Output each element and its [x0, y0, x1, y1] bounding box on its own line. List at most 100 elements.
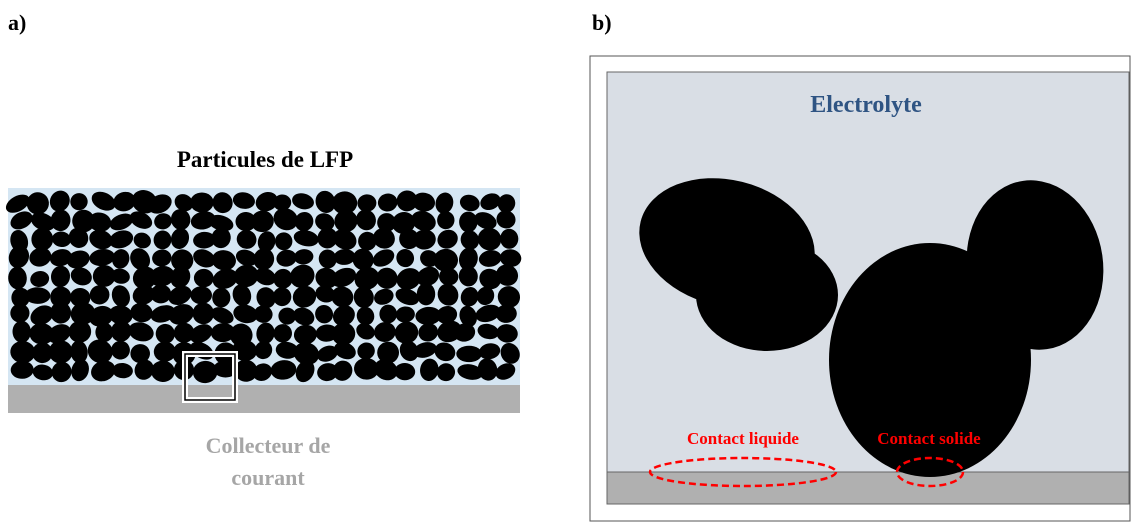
collector-caption-line1: Collecteur de	[205, 433, 331, 458]
lfp-particle	[133, 232, 151, 249]
lfp-particles	[5, 189, 522, 384]
lfp-particle	[273, 324, 292, 343]
lfp-particle	[315, 285, 336, 303]
lfp-particle	[70, 302, 96, 325]
lfp-particle	[331, 322, 356, 346]
lfp-particle	[111, 268, 130, 284]
lfp-particle	[109, 230, 134, 249]
lfp-particle	[420, 358, 439, 381]
lfp-particle	[189, 324, 213, 344]
lfp-particle	[92, 265, 116, 287]
lfp-particle	[333, 249, 356, 265]
lfp-particle	[318, 249, 337, 269]
lfp-particle	[317, 363, 338, 382]
left-particle	[639, 178, 838, 351]
lfp-particle	[89, 285, 110, 305]
lfp-particle	[293, 324, 317, 345]
lfp-particle	[24, 287, 51, 304]
lfp-particle	[8, 245, 30, 269]
collector-caption: Collecteur de courant	[108, 430, 428, 494]
lfp-particle	[208, 214, 234, 232]
lfp-particle	[460, 230, 480, 250]
lfp-particle	[418, 323, 439, 342]
lfp-particle	[233, 264, 259, 288]
lfp-particle	[68, 227, 89, 248]
lfp-particle	[413, 229, 436, 250]
lfp-particle	[108, 305, 133, 325]
lfp-particle	[317, 345, 338, 362]
lfp-particle	[354, 267, 380, 290]
lfp-particle	[112, 249, 130, 269]
lfp-particle	[130, 344, 150, 364]
lfp-particle	[353, 286, 374, 309]
lfp-particle	[111, 285, 130, 308]
lfp-particle	[171, 249, 194, 272]
lfp-particle	[315, 213, 335, 231]
lfp-particle	[499, 249, 522, 267]
lfp-particle	[50, 301, 72, 324]
lfp-particle	[109, 213, 134, 231]
lfp-particle	[373, 227, 395, 249]
right-particle	[829, 180, 1104, 477]
lfp-particle	[254, 341, 273, 360]
electrode-cross-section	[5, 188, 522, 413]
lfp-particle	[150, 284, 172, 304]
lfp-particle	[26, 192, 49, 215]
lfp-particle	[233, 304, 258, 324]
lfp-particle	[113, 191, 136, 212]
lfp-particle	[436, 363, 456, 382]
lfp-particle	[294, 211, 314, 232]
lfp-particle	[51, 361, 72, 383]
lfp-particle	[356, 209, 376, 231]
lfp-particle	[396, 268, 421, 290]
lfp-particle	[211, 307, 234, 324]
lfp-particle	[275, 341, 299, 359]
lfp-particle	[374, 322, 396, 342]
lfp-particle	[437, 283, 459, 306]
lfp-particle	[129, 211, 153, 229]
lfp-particle	[395, 288, 420, 306]
solid-contact-marker	[895, 456, 965, 488]
lfp-particle	[495, 264, 519, 286]
lfp-particle	[399, 228, 420, 250]
lfp-particle	[49, 249, 72, 267]
lfp-particle	[235, 211, 257, 232]
lfp-particle	[475, 304, 501, 323]
lfp-particle	[334, 209, 358, 233]
lfp-particle	[211, 227, 231, 249]
lfp-particle	[433, 248, 458, 272]
lfp-particle	[334, 341, 356, 360]
solid-contact-label: Contact solide	[877, 429, 981, 448]
lfp-particle	[352, 248, 374, 271]
zoom-box	[184, 353, 236, 401]
lfp-particle	[236, 229, 257, 249]
lfp-particle	[211, 250, 236, 271]
lfp-particle	[10, 340, 36, 364]
lfp-particle	[52, 231, 71, 248]
lfp-particle	[333, 229, 357, 250]
lfp-particle	[458, 266, 478, 287]
lfp-particle	[50, 286, 72, 308]
lfp-particle	[50, 209, 71, 232]
lfp-particle	[128, 322, 154, 342]
lfp-particle	[10, 360, 34, 379]
lfp-particle	[95, 322, 114, 343]
lfp-particle	[459, 305, 477, 327]
lfp-particle	[174, 194, 194, 212]
lfp-particle	[377, 213, 396, 233]
lfp-particle	[358, 231, 377, 251]
lfp-particle	[29, 247, 52, 267]
lfp-particle	[68, 320, 92, 343]
lfp-particle	[476, 286, 495, 306]
lfp-particle	[193, 231, 216, 249]
lfp-particle	[232, 339, 258, 362]
lfp-particle	[152, 249, 172, 267]
lfp-particle	[278, 307, 296, 325]
current-collector-a	[8, 385, 520, 413]
lfp-particle	[420, 250, 438, 268]
lfp-particle	[12, 320, 31, 343]
lfp-particle	[436, 305, 458, 324]
collector-caption-line2: courant	[231, 465, 305, 490]
lfp-particle	[478, 250, 502, 267]
lfp-particle	[317, 227, 338, 249]
